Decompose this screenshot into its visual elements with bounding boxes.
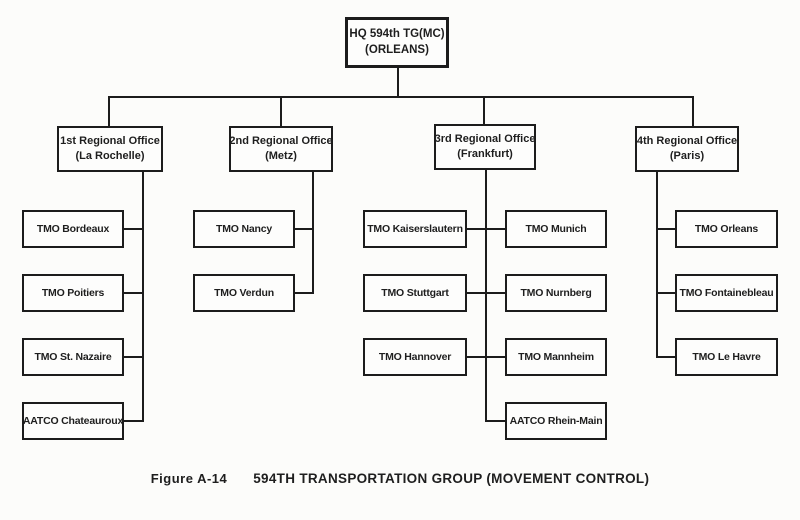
region2-name: 2nd Regional Office (229, 135, 333, 148)
connector-spine-region4 (656, 172, 658, 358)
connector-stub-chateauroux (124, 420, 144, 422)
connector-stub-rhein-main (485, 420, 506, 422)
org-node-region2: 2nd Regional Office (Metz) (229, 126, 333, 172)
org-node-tmo-munich: TMO Munich (505, 210, 607, 248)
org-node-tmo-verdun: TMO Verdun (193, 274, 295, 312)
connector-drop-region3 (483, 96, 485, 125)
figure-caption: Figure A-14 594TH TRANSPORTATION GROUP (M… (0, 470, 800, 488)
region4-location: (Paris) (669, 150, 705, 162)
org-node-tmo-stuttgart: TMO Stuttgart (363, 274, 467, 312)
connector-stub-mannheim (485, 356, 506, 358)
figure-number: Figure A-14 (150, 471, 228, 486)
connector-stub-orleans (656, 228, 676, 230)
org-node-region1: 1st Regional Office (La Rochelle) (57, 126, 163, 172)
connector-stub-fontainebleau (656, 292, 676, 294)
org-node-aatco-rhein-main: AATCO Rhein-Main (505, 402, 607, 440)
connector-spine-region2 (312, 172, 314, 294)
connector-stub-stuttgart (467, 292, 487, 294)
hq-title: HQ 594th TG(MC) (349, 27, 445, 40)
org-node-tmo-hannover: TMO Hannover (363, 338, 467, 376)
connector-stub-munich (485, 228, 506, 230)
connector-stub-kaiserslautern (467, 228, 487, 230)
org-node-tmo-mannheim: TMO Mannheim (505, 338, 607, 376)
connector-stub-hannover (467, 356, 487, 358)
org-node-region4: 4th Regional Office (Paris) (635, 126, 739, 172)
org-node-tmo-kaiserslautern: TMO Kaiserslautern (363, 210, 467, 248)
region1-name: 1st Regional Office (60, 135, 160, 148)
org-node-tmo-fontainebleau: TMO Fontainebleau (675, 274, 778, 312)
connector-stub-bordeaux (124, 228, 144, 230)
org-node-tmo-nurnberg: TMO Nurnberg (505, 274, 607, 312)
region4-name: 4th Regional Office (636, 135, 738, 148)
connector-stub-poitiers (124, 292, 144, 294)
org-node-hq: HQ 594th TG(MC) (ORLEANS) (345, 17, 449, 68)
region3-location: (Frankfurt) (457, 148, 513, 160)
org-node-tmo-st-nazaire: TMO St. Nazaire (22, 338, 124, 376)
org-node-tmo-nancy: TMO Nancy (193, 210, 295, 248)
org-node-tmo-le-havre: TMO Le Havre (675, 338, 778, 376)
figure-title: 594TH TRANSPORTATION GROUP (MOVEMENT CON… (253, 471, 650, 486)
org-node-tmo-poitiers: TMO Poitiers (22, 274, 124, 312)
org-node-tmo-bordeaux: TMO Bordeaux (22, 210, 124, 248)
connector-spine-region3 (485, 170, 487, 422)
connector-bus (108, 96, 694, 98)
region2-location: (Metz) (265, 150, 297, 162)
connector-stub-nurnberg (485, 292, 506, 294)
hq-location: (ORLEANS) (365, 43, 429, 56)
region3-name: 3rd Regional Office (434, 133, 536, 146)
connector-stub-le-havre (656, 356, 676, 358)
connector-drop-region1 (108, 96, 110, 127)
connector-drop-region4 (692, 96, 694, 127)
org-node-region3: 3rd Regional Office (Frankfurt) (434, 124, 536, 170)
org-node-aatco-chateauroux: AATCO Chateauroux (22, 402, 124, 440)
connector-drop-region2 (280, 96, 282, 127)
org-node-tmo-orleans: TMO Orleans (675, 210, 778, 248)
connector-stub-verdun (295, 292, 314, 294)
region1-location: (La Rochelle) (75, 150, 145, 162)
connector-stub-st-nazaire (124, 356, 144, 358)
connector-stub-nancy (295, 228, 314, 230)
connector-spine-region1 (142, 172, 144, 422)
connector-hq-riser (397, 67, 399, 98)
